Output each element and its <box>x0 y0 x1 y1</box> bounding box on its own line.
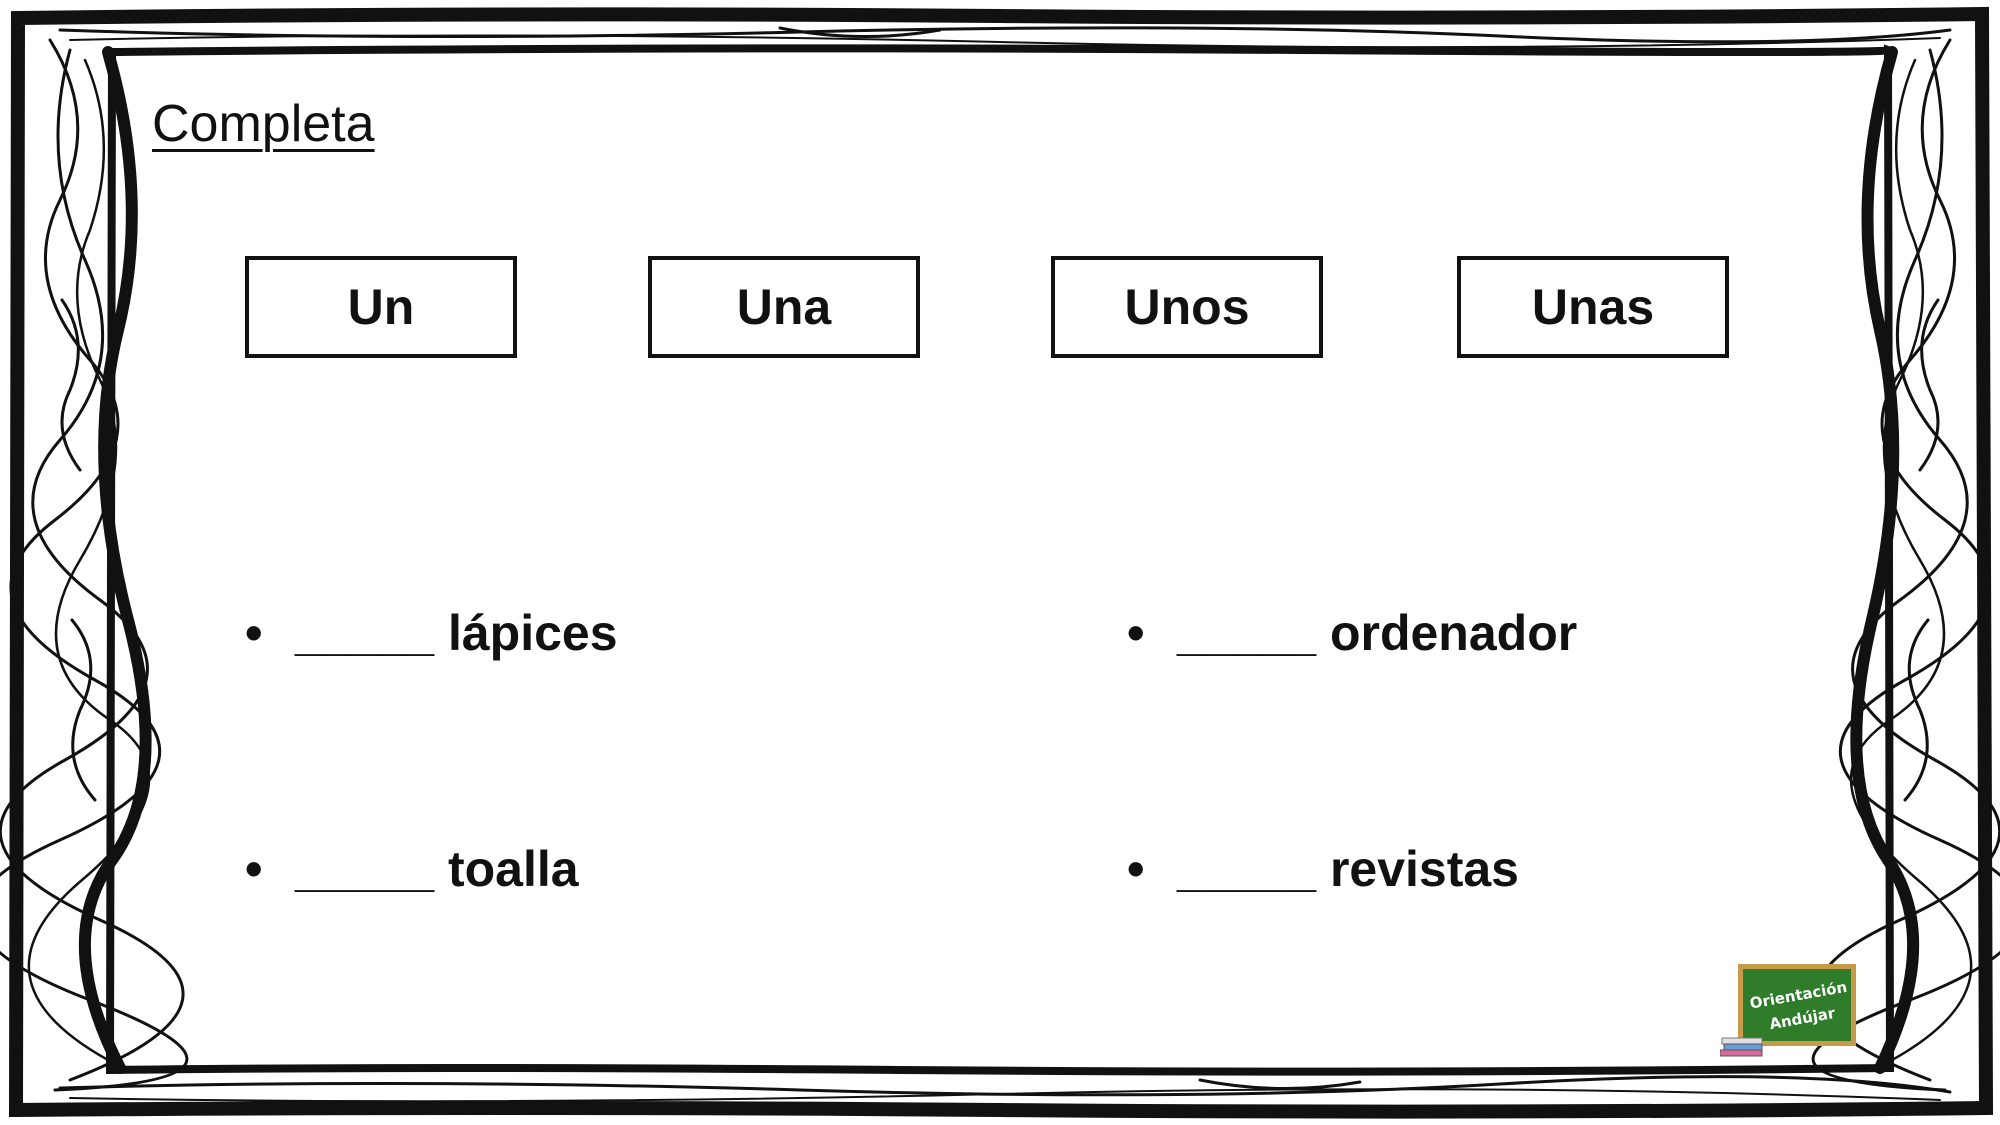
answer-blank[interactable]: _____ <box>295 605 435 661</box>
exercise-item-toalla: • _____ toalla <box>245 844 579 894</box>
answer-blank[interactable]: _____ <box>295 841 435 897</box>
item-word: ordenador <box>1329 605 1578 661</box>
orientacion-andujar-logo: Orientación Andújar <box>1720 964 1856 1057</box>
item-word: toalla <box>447 841 579 897</box>
word-option-una[interactable]: Una <box>648 256 920 358</box>
exercise-item-lapices: • _____ lápices <box>245 608 618 658</box>
word-option-unos[interactable]: Unos <box>1051 256 1323 358</box>
page-title: Completa <box>152 95 375 153</box>
answer-blank[interactable]: _____ <box>1177 841 1317 897</box>
bullet: • <box>245 841 263 897</box>
bullet: • <box>245 605 263 661</box>
bullet: • <box>1127 841 1145 897</box>
exercise-item-ordenador: • _____ ordenador <box>1127 608 1577 658</box>
item-word: revistas <box>1329 841 1519 897</box>
exercise-item-revistas: • _____ revistas <box>1127 844 1519 894</box>
bullet: • <box>1127 605 1145 661</box>
answer-blank[interactable]: _____ <box>1177 605 1317 661</box>
word-option-unas[interactable]: Unas <box>1457 256 1729 358</box>
word-option-un[interactable]: Un <box>245 256 517 358</box>
item-word: lápices <box>447 605 618 661</box>
